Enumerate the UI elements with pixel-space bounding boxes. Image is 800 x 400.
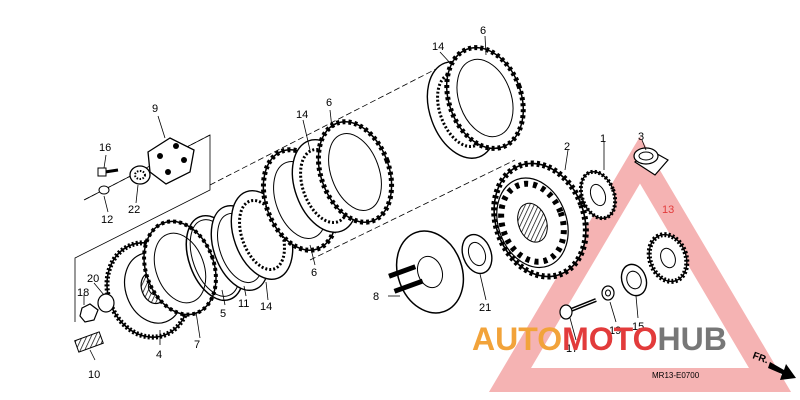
label-16: 16 (99, 142, 111, 154)
label-14-middle: 14 (296, 109, 308, 121)
leader-lines (83, 35, 647, 361)
lifter-plate (147, 137, 195, 185)
label-21: 21 (479, 302, 491, 314)
friction-disc-6-top (444, 45, 526, 151)
label-8: 8 (373, 291, 379, 303)
label-4: 4 (156, 349, 162, 361)
label-13: 13 (662, 204, 674, 216)
front-direction-indicator: FR. (751, 350, 796, 380)
lock-nut (620, 263, 648, 297)
label-2: 2 (564, 141, 570, 153)
label-20: 20 (87, 273, 99, 285)
bolt-17 (559, 298, 597, 320)
label-5: 5 (220, 308, 226, 320)
clutch-center-hub (491, 160, 589, 280)
label-3: 3 (638, 131, 644, 143)
label-14-left: 14 (260, 301, 272, 313)
label-18: 18 (77, 287, 89, 299)
diagram-code: MR13-E0700 (652, 371, 700, 380)
washer-20 (97, 293, 115, 313)
bearing (129, 165, 151, 185)
label-11: 11 (238, 298, 249, 310)
label-6-lower: 6 (311, 267, 317, 279)
label-22: 22 (128, 204, 140, 216)
part-labels: 1 2 3 4 5 6 6 6 7 8 9 10 11 12 13 14 14 … (77, 25, 674, 381)
label-6-top: 6 (480, 25, 486, 37)
arrow-right-icon (768, 362, 796, 380)
label-9: 9 (152, 103, 158, 115)
primary-gear (578, 169, 618, 221)
thrust-washer (461, 233, 493, 275)
washer-12 (98, 185, 110, 195)
label-1: 1 (600, 133, 606, 145)
label-6-middle: 6 (326, 97, 332, 109)
bolt-16 (97, 167, 119, 177)
pressure-plate (388, 230, 465, 314)
watermark-logo: AUTOMOTOHUB (472, 321, 727, 357)
nut-18 (79, 303, 99, 323)
friction-disc-6-middle (315, 119, 395, 225)
label-14-top: 14 (432, 41, 444, 53)
label-17: 17 (566, 343, 578, 355)
fr-label: FR. (751, 350, 770, 366)
watermark-triangle (488, 136, 792, 392)
oil-pump-gear (646, 232, 690, 284)
washer-19 (601, 285, 615, 301)
spring-10 (74, 331, 104, 353)
watermark-text: AUTOMOTOHUB (472, 321, 727, 357)
label-12: 12 (101, 214, 113, 226)
label-7: 7 (194, 339, 200, 351)
bushing (633, 147, 669, 176)
label-15: 15 (632, 321, 644, 333)
label-10: 10 (88, 369, 100, 381)
label-19: 19 (609, 325, 621, 337)
friction-disc-7 (142, 219, 218, 317)
